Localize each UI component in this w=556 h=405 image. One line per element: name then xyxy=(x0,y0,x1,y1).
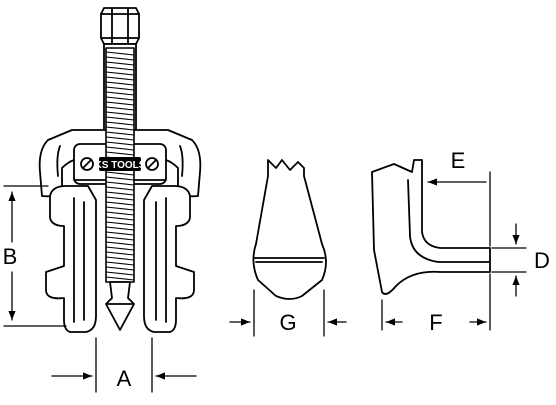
thread-line xyxy=(105,256,135,261)
puller-assembly: KS TOOLS xyxy=(38,7,202,333)
thread-line xyxy=(105,106,135,111)
thread-line xyxy=(105,131,135,136)
thread-line xyxy=(105,276,135,281)
thread-line xyxy=(105,226,135,231)
thread-line xyxy=(105,141,135,146)
thread-line xyxy=(105,176,135,181)
thread-line xyxy=(105,171,135,176)
dimension-b xyxy=(3,185,67,327)
dimension-g xyxy=(229,289,347,337)
thread-line xyxy=(105,61,135,66)
thread-line xyxy=(105,136,135,141)
thread-line xyxy=(105,151,135,156)
right-jaw xyxy=(143,185,195,333)
label-d: D xyxy=(534,248,550,273)
thread-line xyxy=(105,81,135,86)
thread-line xyxy=(105,191,135,196)
thread-line xyxy=(105,186,135,191)
thread-line xyxy=(105,146,135,151)
dimension-e xyxy=(427,171,491,247)
thread-line xyxy=(105,51,135,56)
thread-line xyxy=(105,201,135,206)
thread-line xyxy=(105,241,135,246)
thread-line xyxy=(105,91,135,96)
thread-line xyxy=(105,231,135,236)
jaw-profile-front xyxy=(252,159,327,300)
thread-line xyxy=(105,121,135,126)
thread-line xyxy=(105,66,135,71)
thread-line xyxy=(105,271,135,276)
dimension-d xyxy=(491,223,527,297)
thread-line xyxy=(105,266,135,271)
dimension-a xyxy=(51,337,197,393)
thread-line xyxy=(105,76,135,81)
label-a: A xyxy=(117,366,132,391)
spindle-tip xyxy=(105,281,135,331)
thread-line xyxy=(105,71,135,76)
thread-line xyxy=(105,56,135,61)
jaw-profile-side xyxy=(371,159,491,295)
thread-line xyxy=(105,211,135,216)
thread-line xyxy=(105,221,135,226)
thread-line xyxy=(105,206,135,211)
thread-line xyxy=(105,96,135,101)
thread-line xyxy=(105,111,135,116)
label-e: E xyxy=(451,148,466,173)
thread-line xyxy=(105,236,135,241)
thread-line xyxy=(105,251,135,256)
label-b: B xyxy=(3,244,18,269)
thread-line xyxy=(105,101,135,106)
thread-line xyxy=(105,181,135,186)
thread-line xyxy=(105,126,135,131)
thread-line xyxy=(105,216,135,221)
ks-tools-logo: KS TOOLS xyxy=(80,157,159,171)
dimension-f xyxy=(381,273,491,331)
label-g: G xyxy=(279,310,296,335)
brand-logo-text: KS TOOLS xyxy=(95,160,146,171)
thread-line xyxy=(105,261,135,266)
thread-line xyxy=(105,196,135,201)
label-f: F xyxy=(429,310,442,335)
thread-line xyxy=(105,86,135,91)
hex-head xyxy=(100,7,140,45)
left-jaw xyxy=(45,185,97,333)
thread-line xyxy=(105,116,135,121)
thread-line xyxy=(105,246,135,251)
